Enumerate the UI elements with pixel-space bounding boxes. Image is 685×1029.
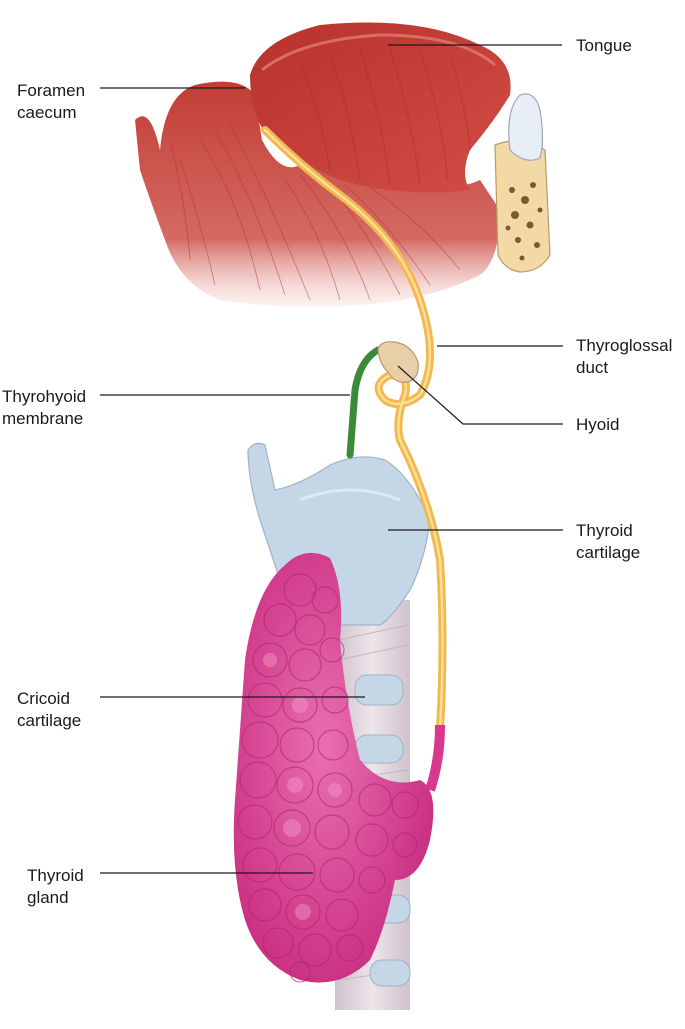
label-cricoid-cartilage-line1: Cricoid	[17, 688, 81, 710]
label-thyroid-gland: Thyroid gland	[27, 865, 84, 909]
label-cricoid-cartilage: Cricoid cartilage	[17, 688, 81, 732]
thyrohyoid-membrane-shape	[350, 350, 378, 455]
label-thyroglossal-duct-line2: duct	[576, 357, 672, 379]
label-thyroid-gland-line1: Thyroid	[27, 865, 84, 887]
label-thyroid-cartilage: Thyroid cartilage	[576, 520, 640, 564]
label-foramen-caecum-line2: caecum	[17, 102, 85, 124]
label-thyrohyoid-membrane-line2: membrane	[2, 408, 86, 430]
mandible-and-tooth	[495, 94, 550, 272]
label-foramen-caecum: Foramen caecum	[17, 80, 85, 124]
label-tongue-line1: Tongue	[576, 35, 632, 57]
label-thyroid-gland-line2: gland	[27, 887, 84, 909]
tongue-dorsum	[250, 23, 511, 193]
label-hyoid: Hyoid	[576, 414, 619, 436]
label-thyroglossal-duct-line1: Thyroglossal	[576, 335, 672, 357]
label-thyroglossal-duct: Thyroglossal duct	[576, 335, 672, 379]
label-thyroid-cartilage-line2: cartilage	[576, 542, 640, 564]
label-thyrohyoid-membrane: Thyrohyoid membrane	[2, 386, 86, 430]
label-cricoid-cartilage-line2: cartilage	[17, 710, 81, 732]
label-hyoid-line1: Hyoid	[576, 414, 619, 436]
label-thyroid-cartilage-line1: Thyroid	[576, 520, 640, 542]
label-tongue: Tongue	[576, 35, 632, 57]
label-foramen-caecum-line1: Foramen	[17, 80, 85, 102]
label-thyrohyoid-membrane-line1: Thyrohyoid	[2, 386, 86, 408]
